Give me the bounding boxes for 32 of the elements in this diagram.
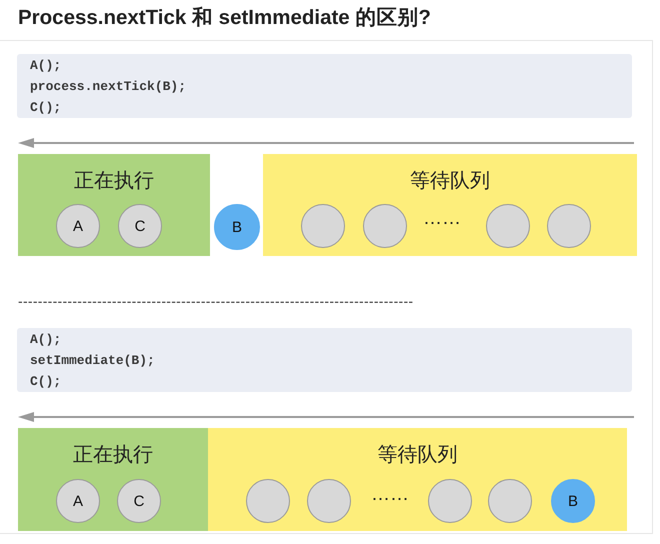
running-panel: [18, 154, 210, 256]
queue-panel: [263, 154, 637, 256]
page-title: Process.nextTick 和 setImmediate 的区别?: [18, 5, 431, 31]
code-line: A();: [30, 57, 62, 75]
empty-task-circle: [486, 204, 530, 248]
empty-task-circle: [307, 479, 351, 523]
code-line: A();: [30, 331, 62, 349]
empty-task-circle: [488, 479, 532, 523]
empty-task-circle: [363, 204, 407, 248]
task-circle: B: [551, 479, 595, 523]
running-panel: [18, 428, 208, 531]
panel-heading: 正在执行: [73, 443, 153, 467]
ellipsis: ……: [371, 485, 409, 504]
queue-panel: [208, 428, 627, 531]
dashed-separator: --------------------------------------------------------------------------------: [18, 294, 414, 309]
code-line: setImmediate(B);: [30, 352, 155, 370]
empty-task-circle: [547, 204, 591, 248]
code-line: C();: [30, 99, 62, 117]
task-circle: C: [118, 204, 162, 248]
empty-task-circle: [246, 479, 290, 523]
empty-task-circle: [428, 479, 472, 523]
task-circle: B: [214, 204, 260, 250]
panel-heading: 等待队列: [410, 169, 490, 193]
panel-heading: 正在执行: [74, 169, 154, 193]
empty-task-circle: [301, 204, 345, 248]
task-circle: A: [56, 204, 100, 248]
code-line: C();: [30, 373, 62, 391]
ellipsis: ……: [423, 209, 461, 228]
task-circle: A: [56, 479, 100, 523]
code-line: process.nextTick(B);: [30, 78, 186, 96]
panel-heading: 等待队列: [378, 443, 458, 467]
task-circle: C: [117, 479, 161, 523]
